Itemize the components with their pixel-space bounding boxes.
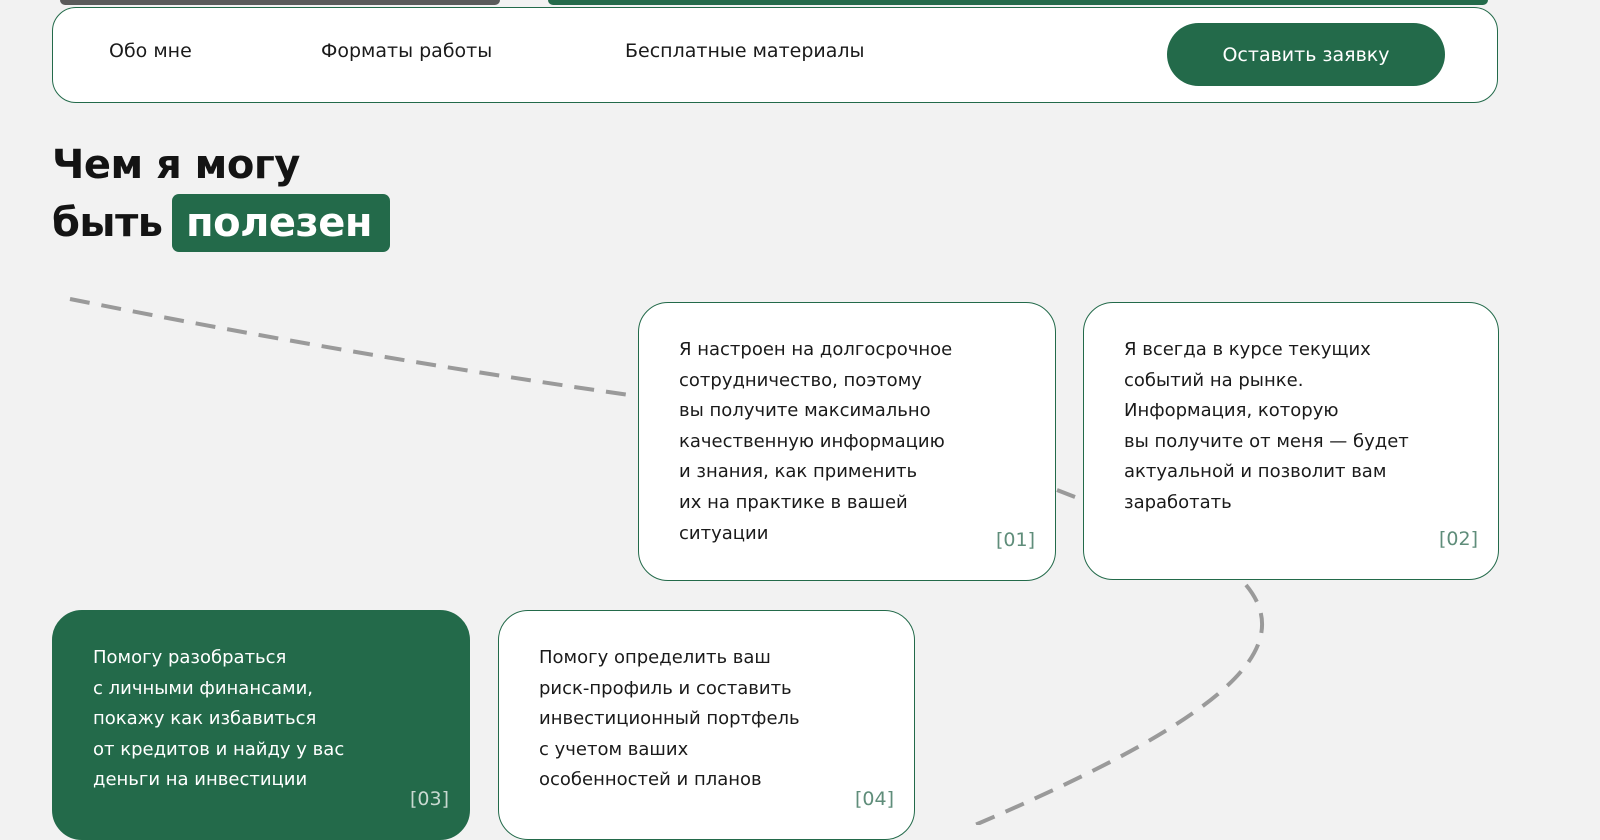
- benefit-card-text: Помогу разобраться с личными финансами, …: [93, 647, 345, 791]
- benefit-card-text: Я настроен на долгосрочное сотрудничеств…: [679, 339, 953, 544]
- benefit-card-number: [04]: [854, 788, 894, 811]
- nav-link-free-materials[interactable]: Бесплатные материалы: [625, 40, 865, 62]
- benefit-card-number: [02]: [1438, 528, 1478, 551]
- dashed-path-right: [974, 583, 1264, 825]
- benefit-card-text: Я всегда в курсе текущих событий на рынк…: [1124, 339, 1409, 513]
- section-title: Чем я могу быть полезен: [52, 136, 391, 252]
- nav-link-formats[interactable]: Форматы работы: [321, 40, 493, 62]
- nav-link-about[interactable]: Обо мне: [109, 40, 192, 62]
- navbar: Обо мне Форматы работы Бесплатные матери…: [52, 7, 1498, 103]
- benefit-card-04: Помогу определить ваш риск-профиль и сос…: [498, 610, 915, 840]
- benefit-card-01: Я настроен на долгосрочное сотрудничеств…: [638, 302, 1056, 581]
- dashed-path-middle: [1056, 488, 1076, 499]
- benefit-card-02: Я всегда в курсе текущих событий на рынк…: [1083, 302, 1499, 580]
- benefit-card-number: [01]: [995, 529, 1035, 552]
- section-title-line2: быть полезен: [52, 194, 391, 252]
- top-image-edge-left: [60, 0, 500, 5]
- top-image-edge-right: [548, 0, 1488, 5]
- dashed-path-left: [69, 297, 637, 398]
- section-title-prefix: быть: [52, 200, 163, 246]
- benefit-card-03: Помогу разобраться с личными финансами, …: [52, 610, 470, 840]
- benefit-card-text: Помогу определить ваш риск-профиль и сос…: [539, 647, 800, 791]
- benefit-card-number: [03]: [409, 788, 449, 811]
- section-title-highlight: полезен: [172, 194, 391, 252]
- leave-request-button[interactable]: Оставить заявку: [1167, 23, 1445, 86]
- section-title-line1: Чем я могу: [52, 142, 300, 188]
